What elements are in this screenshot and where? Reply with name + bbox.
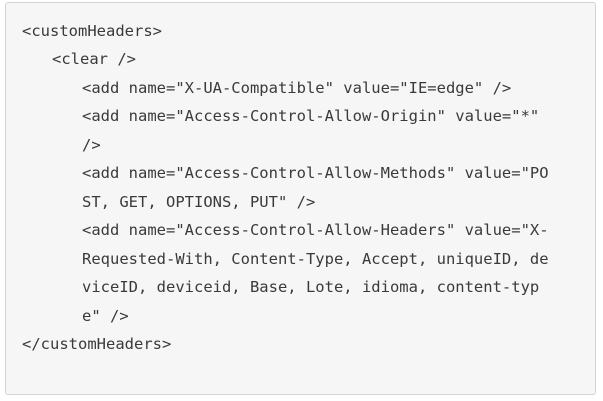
code-line: <add name="Access-Control-Allow-Origin" … xyxy=(82,107,540,125)
code-line: <customHeaders> xyxy=(22,22,162,40)
code-line: </customHeaders> xyxy=(22,335,172,353)
code-line: viceID, deviceid, Base, Lote, idioma, co… xyxy=(82,278,540,296)
code-line: <add name="Access-Control-Allow-Methods"… xyxy=(82,164,549,182)
code-line: ST, GET, OPTIONS, PUT" /> xyxy=(82,193,316,211)
code-block: <customHeaders> <clear /> <add name="X-U… xyxy=(5,2,596,395)
code-line: <add name="X-UA-Compatible" value="IE=ed… xyxy=(82,79,512,97)
code-line: /> xyxy=(82,136,101,154)
code-line: <add name="Access-Control-Allow-Headers"… xyxy=(82,221,549,239)
code-line: Requested-With, Content-Type, Accept, un… xyxy=(82,250,549,268)
code-line: <clear /> xyxy=(52,50,136,68)
code-line: e" /> xyxy=(82,307,129,325)
